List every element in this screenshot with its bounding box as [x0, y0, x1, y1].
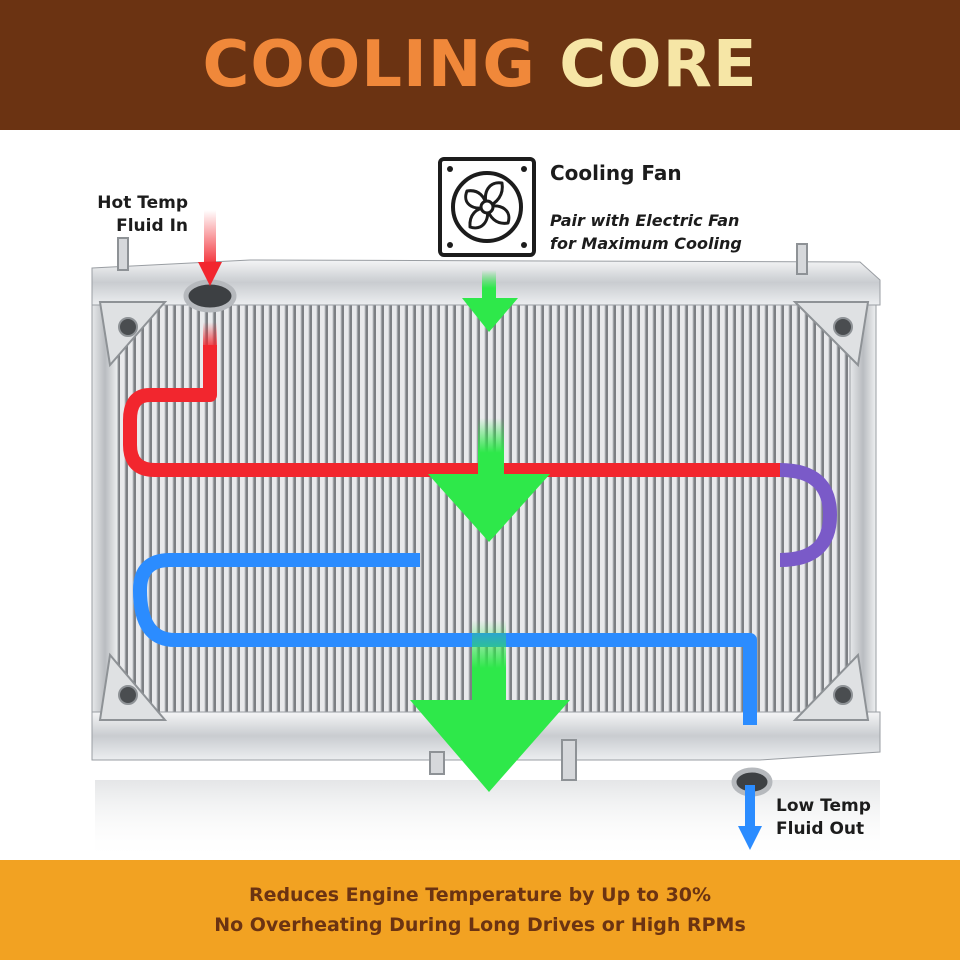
footer-line-2: No Overheating During Long Drives or Hig… [214, 914, 746, 936]
hot-inlet-line-2: Fluid In [116, 216, 188, 236]
hot-inlet-line-1: Hot Temp [97, 193, 188, 213]
hot-flow-fade [203, 322, 217, 350]
low-outlet-label: Low Temp Fluid Out [776, 795, 871, 841]
cool-flow-path [133, 553, 757, 725]
radiator-artwork [91, 210, 881, 860]
hot-flow-path [123, 345, 780, 477]
footer-banner: Reduces Engine Temperature by Up to 30% … [0, 860, 960, 960]
low-outlet-line-2: Fluid Out [776, 819, 865, 839]
inlet-neck [183, 279, 237, 313]
radiator-illustration: Hot Temp Fluid In Cooling Fan Pair with … [0, 130, 960, 860]
header-banner: COOLING CORE [0, 0, 960, 130]
fan-subtitle-line-1: Pair with Electric Fan [550, 211, 740, 230]
fan-subtitle-line-2: for Maximum Cooling [550, 234, 742, 253]
radiator-posts [117, 237, 808, 781]
fan-subtitle: Pair with Electric Fan for Maximum Cooli… [550, 209, 742, 255]
right-side-tank [849, 294, 877, 726]
title-word-core: CORE [559, 28, 758, 102]
low-outlet-line-1: Low Temp [776, 796, 871, 816]
cool-output-arrow [738, 785, 762, 850]
flow-bend-right [779, 463, 838, 567]
airflow-arrow-bottom [410, 620, 570, 792]
mounting-brackets [98, 301, 870, 721]
hot-inlet-label: Hot Temp Fluid In [40, 192, 188, 238]
title-word-cooling: COOLING [202, 28, 536, 102]
hot-input-arrow [198, 210, 222, 286]
airflow-arrow-middle [428, 418, 550, 542]
fan-title: Cooling Fan [550, 161, 682, 185]
page-title: COOLING CORE [202, 33, 757, 97]
airflow-arrow-top [462, 270, 518, 332]
fan-icon [438, 157, 536, 257]
footer-line-1: Reduces Engine Temperature by Up to 30% [248, 884, 712, 906]
